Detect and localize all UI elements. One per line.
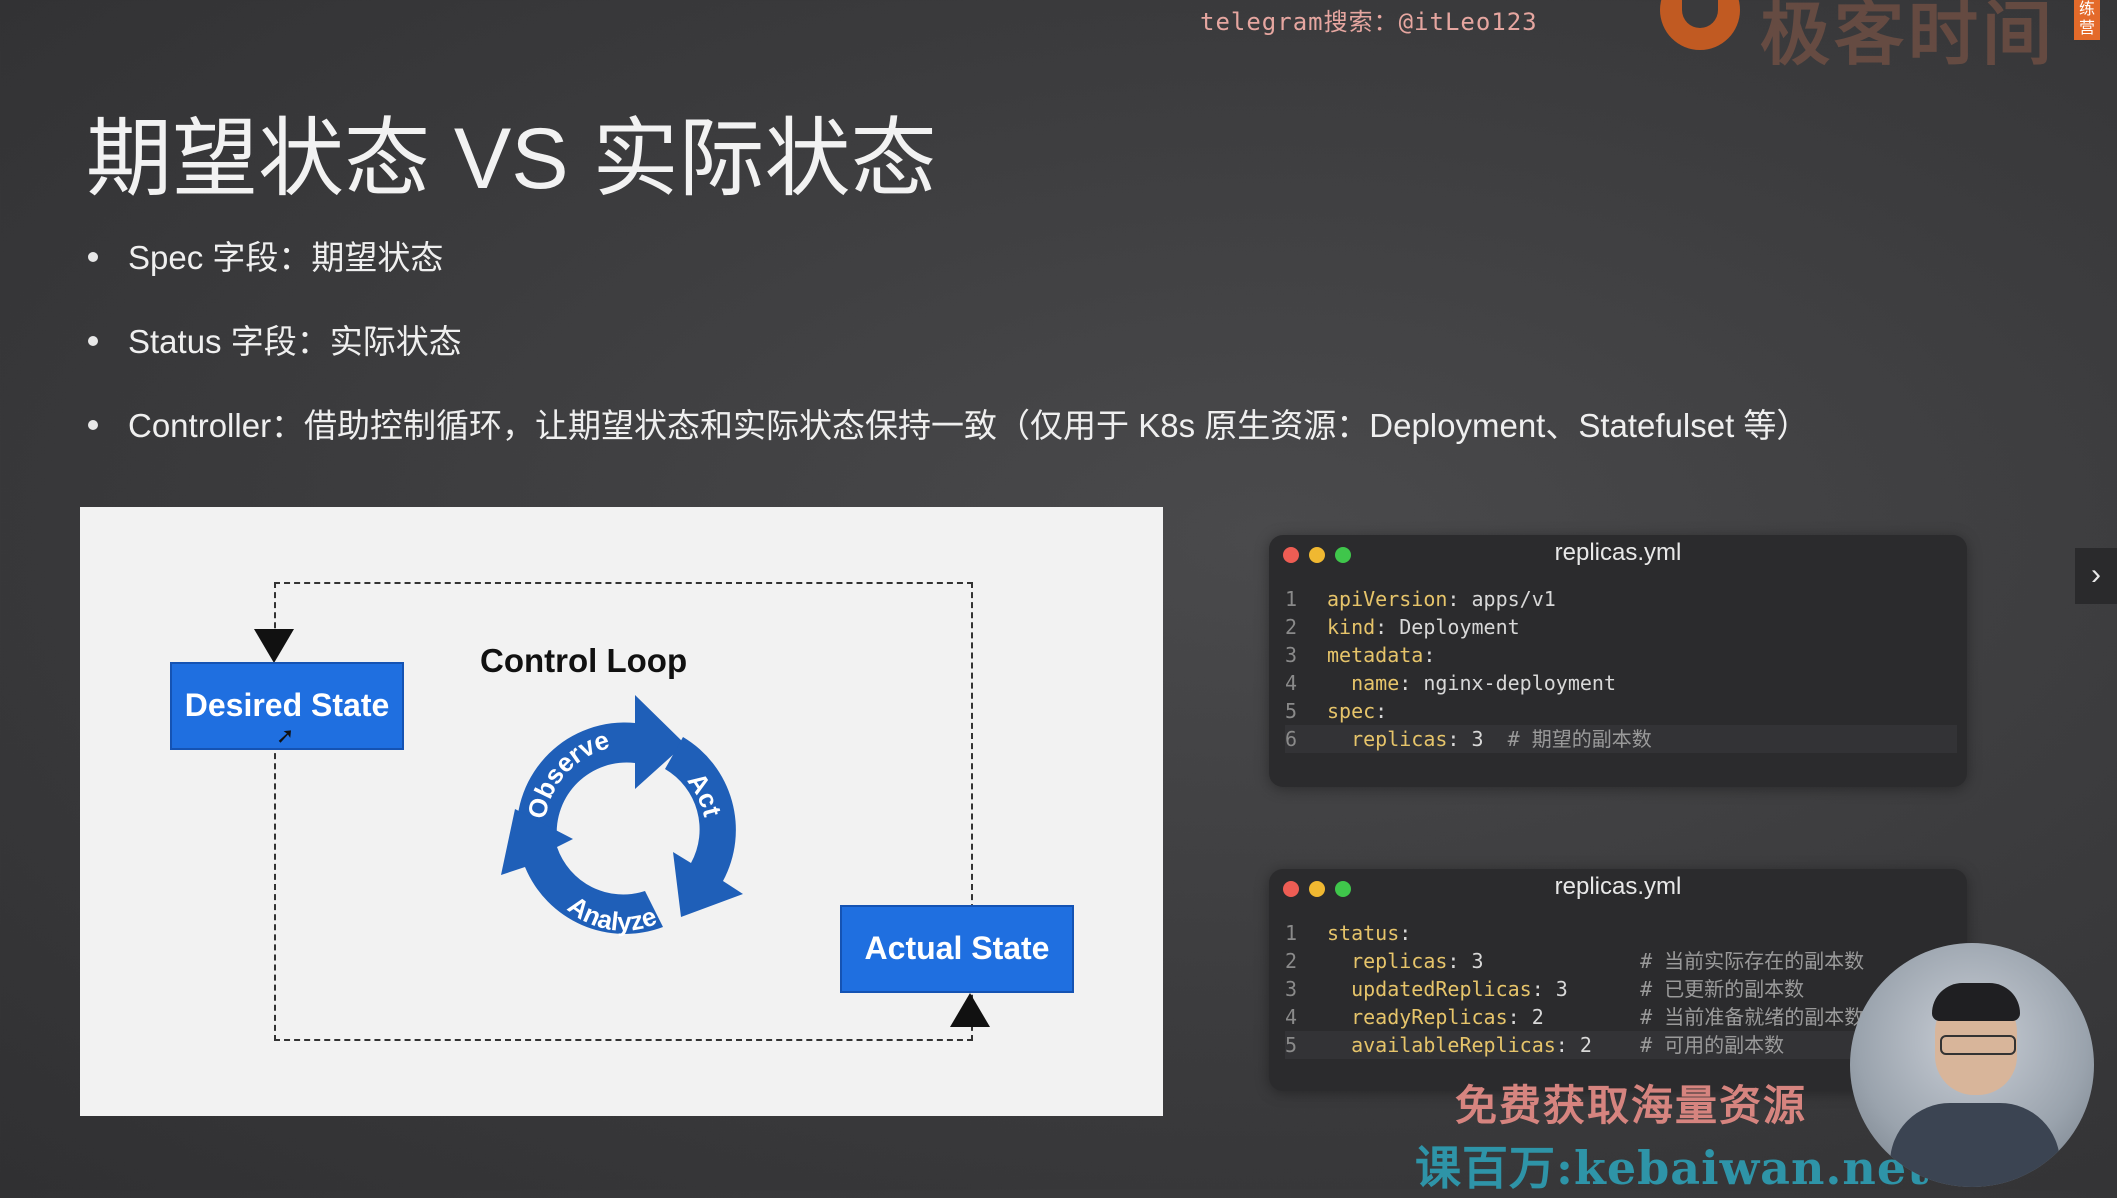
presenter-webcam-avatar — [1850, 943, 2094, 1187]
window-controls — [1283, 881, 1361, 902]
line-number: 2 — [1285, 615, 1298, 639]
code-line: 4 name: nginx-deployment — [1285, 671, 1617, 695]
yaml-key: spec — [1327, 699, 1376, 723]
avatar-hair — [1932, 983, 2020, 1021]
avatar-shirt — [1890, 1103, 2060, 1187]
cycle-arrows — [501, 695, 743, 934]
bullet-spec: Spec 字段：期望状态 — [86, 228, 1809, 312]
yaml-key: readyReplicas — [1351, 1005, 1508, 1029]
bullet-list: Spec 字段：期望状态 Status 字段：实际状态 Controller：借… — [86, 228, 1809, 480]
maximize-dot-icon — [1335, 547, 1351, 563]
loop-dashed-border — [274, 582, 973, 1041]
window-title: replicas.yml — [1554, 539, 1682, 566]
yaml-key: kind — [1327, 615, 1376, 639]
line-number: 5 — [1285, 699, 1298, 723]
promo-text-line2: 课百万:kebaiwan.net — [1415, 1141, 1930, 1195]
yaml-comment: # 已更新的副本数 — [1567, 977, 1805, 1001]
yaml-key: availableReplicas — [1351, 1033, 1556, 1057]
bullet-status: Status 字段：实际状态 — [86, 312, 1809, 396]
line-number: 1 — [1285, 587, 1298, 611]
yaml-value: Deployment — [1387, 615, 1520, 639]
slide-title: 期望状态 VS 实际状态 — [86, 110, 937, 207]
brand-logo-text: 极客时间 — [1760, 0, 2056, 75]
analyze-arc — [501, 809, 663, 934]
line-number: 3 — [1285, 643, 1298, 667]
yaml-key: apiVersion — [1327, 587, 1448, 611]
line-number: 5 — [1285, 1033, 1298, 1057]
control-loop-title: Control Loop — [480, 642, 688, 679]
close-dot-icon — [1283, 547, 1299, 563]
arrow-up-icon — [950, 993, 990, 1027]
code-line: 3 updatedReplicas: 3 # 已更新的副本数 — [1285, 977, 1805, 1001]
yaml-comment: # 期望的副本数 — [1483, 727, 1652, 751]
act-arc — [665, 737, 743, 917]
yaml-comment: # 当前实际存在的副本数 — [1483, 949, 1865, 973]
brand-logo-icon — [1660, 0, 1740, 50]
yaml-key: name — [1351, 671, 1400, 695]
mouse-cursor-icon: ➚ — [276, 723, 295, 748]
control-loop-diagram: Desired State Actual State Control Loop … — [80, 507, 1163, 1116]
yaml-key: metadata — [1327, 643, 1424, 667]
actual-state-box: Actual State — [840, 905, 1074, 993]
code-line: 2 replicas: 3 # 当前实际存在的副本数 — [1285, 949, 1865, 973]
yaml-comment: # 当前准备就绪的副本数 — [1543, 1005, 1865, 1029]
yaml-key: replicas — [1351, 949, 1448, 973]
promo-text-line1: 免费获取海量资源 — [1455, 1081, 1808, 1130]
telegram-watermark: telegram搜索：@itLeo123 — [1200, 8, 1538, 36]
yaml-value: 3 — [1459, 727, 1484, 751]
yaml-key: updatedReplicas — [1351, 977, 1532, 1001]
line-number: 3 — [1285, 977, 1298, 1001]
bullet-controller: Controller：借助控制循环，让期望状态和实际状态保持一致（仅用于 K8s… — [86, 396, 1809, 480]
line-number: 6 — [1285, 727, 1298, 751]
yaml-value: 3 — [1459, 949, 1484, 973]
yaml-comment: # 可用的副本数 — [1591, 1033, 1785, 1057]
avatar-glasses — [1940, 1035, 2016, 1055]
maximize-dot-icon — [1335, 881, 1351, 897]
window-controls — [1283, 547, 1361, 568]
minimize-dot-icon — [1309, 547, 1325, 563]
close-dot-icon — [1283, 881, 1299, 897]
yaml-value: apps/v1 — [1459, 587, 1556, 611]
line-number: 4 — [1285, 671, 1298, 695]
yaml-value: 2 — [1567, 1033, 1592, 1057]
window-title: replicas.yml — [1554, 873, 1682, 900]
yaml-key: status — [1327, 921, 1400, 945]
desired-state-box: Desired State — [170, 662, 404, 750]
control-cycle-icon: Observe Act Analyze — [501, 695, 743, 937]
line-number: 1 — [1285, 921, 1298, 945]
code-line: 6 replicas: 3 # 期望的副本数 — [1285, 725, 1957, 753]
yaml-value: 2 — [1519, 1005, 1544, 1029]
code-line: 5 availableReplicas: 2 # 可用的副本数 — [1285, 1031, 1957, 1059]
code-line: 4 readyReplicas: 2 # 当前准备就绪的副本数 — [1285, 1005, 1865, 1029]
observe-arc — [516, 695, 685, 839]
yaml-value: 3 — [1543, 977, 1568, 1001]
arrow-down-icon — [254, 629, 294, 663]
next-slide-button[interactable]: › — [2075, 548, 2117, 604]
line-number: 2 — [1285, 949, 1298, 973]
line-number: 4 — [1285, 1005, 1298, 1029]
yaml-key: replicas — [1351, 727, 1448, 751]
yaml-value: nginx-deployment — [1411, 671, 1617, 695]
brand-badge: 练营 — [2074, 0, 2100, 40]
minimize-dot-icon — [1309, 881, 1325, 897]
